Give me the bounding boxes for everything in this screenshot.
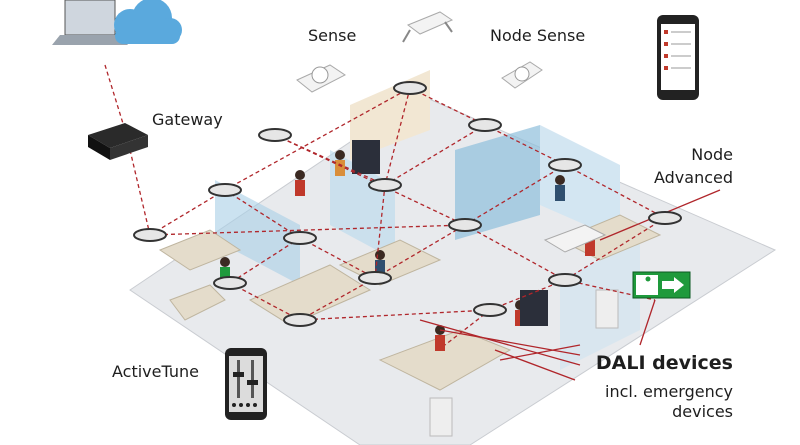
node-icon <box>402 11 454 43</box>
glass-wall <box>330 150 395 260</box>
dali-sub-label-line1: incl. emergency <box>605 382 733 401</box>
sense-sensor-icon <box>296 64 346 93</box>
ceiling-lamps <box>133 81 682 327</box>
connection-lines <box>104 64 666 346</box>
laptop-icon <box>52 0 128 45</box>
wall-switch <box>595 289 619 329</box>
gateway-label: Gateway <box>152 110 223 129</box>
node-sense-icon <box>501 61 543 89</box>
dali-devices-label: DALI devices <box>595 352 733 374</box>
smartphone-icon <box>657 15 699 100</box>
node-advanced-icon <box>543 224 607 253</box>
glass-wall <box>215 180 300 285</box>
gateway-device-icon <box>88 123 148 160</box>
node-advanced-label-line2: Advanced <box>653 168 733 187</box>
glass-wall <box>455 125 540 240</box>
activetune-phone-icon <box>225 348 267 420</box>
room-wall <box>540 125 620 240</box>
emergency-exit-sign-icon <box>632 271 691 299</box>
wall-switch <box>429 397 453 437</box>
node-sense-label: Node Sense <box>490 26 586 45</box>
activetune-label: ActiveTune <box>112 362 199 381</box>
sense-label: Sense <box>308 26 357 45</box>
node-advanced-label-line1: Node <box>691 145 733 164</box>
cloud-icon <box>114 0 182 44</box>
screen <box>352 140 380 174</box>
dali-sub-label-line2: devices <box>672 402 733 421</box>
screen <box>520 290 548 326</box>
